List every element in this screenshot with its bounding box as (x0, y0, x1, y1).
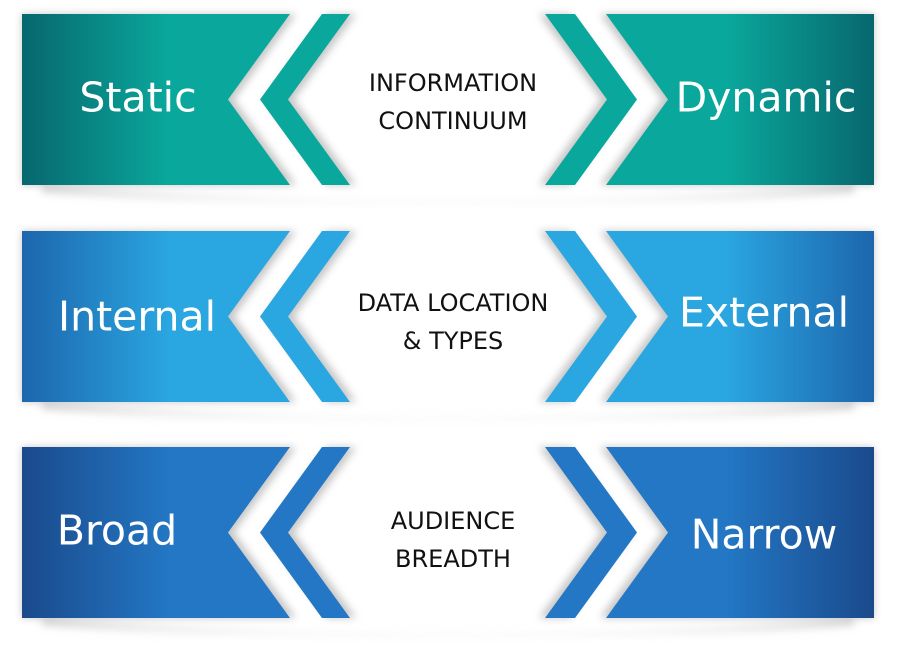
center-label-line: INFORMATION (368, 69, 538, 97)
banner-graphic (22, 231, 874, 426)
center-label: DATA LOCATION & TYPES (358, 284, 549, 360)
center-label-line: BREADTH (395, 545, 511, 573)
right-block (606, 447, 874, 618)
left-chevron-stripe (260, 447, 350, 618)
center-label: INFORMATION CONTINUUM (369, 64, 537, 140)
left-chevron-stripe (260, 231, 350, 402)
banner-graphic (22, 447, 874, 642)
center-label-line: AUDIENCE (390, 507, 516, 535)
banner-shadow (42, 618, 854, 642)
right-block (606, 231, 874, 402)
center-label-line: DATA LOCATION (357, 289, 549, 317)
left-block (22, 231, 290, 402)
right-label: Narrow (690, 510, 838, 559)
center-label: AUDIENCE BREADTH (391, 502, 516, 578)
center-label-line: & TYPES (402, 327, 504, 355)
center-label-line: CONTINUUM (378, 107, 528, 135)
left-block (22, 447, 290, 618)
banner-shadow (42, 185, 854, 209)
right-chevron-stripe (545, 231, 637, 402)
banner-graphic (22, 14, 874, 209)
left-label: Static (79, 73, 197, 122)
left-chevron-stripe (260, 14, 350, 185)
banner-data-location-types: Internal DATA LOCATION & TYPES External (0, 231, 906, 431)
banner-shadow (42, 402, 854, 426)
right-label: External (678, 288, 850, 337)
right-chevron-stripe (545, 447, 637, 618)
left-label: Internal (57, 292, 217, 341)
right-block (606, 14, 874, 185)
left-block (22, 14, 290, 185)
right-chevron-stripe (545, 14, 637, 185)
right-label: Dynamic (675, 73, 857, 122)
banner-audience-breadth: Broad AUDIENCE BREADTH Narrow (0, 447, 906, 647)
left-label: Broad (56, 506, 178, 555)
banner-information-continuum: Static INFORMATION CONTINUUM Dynamic (0, 14, 906, 214)
